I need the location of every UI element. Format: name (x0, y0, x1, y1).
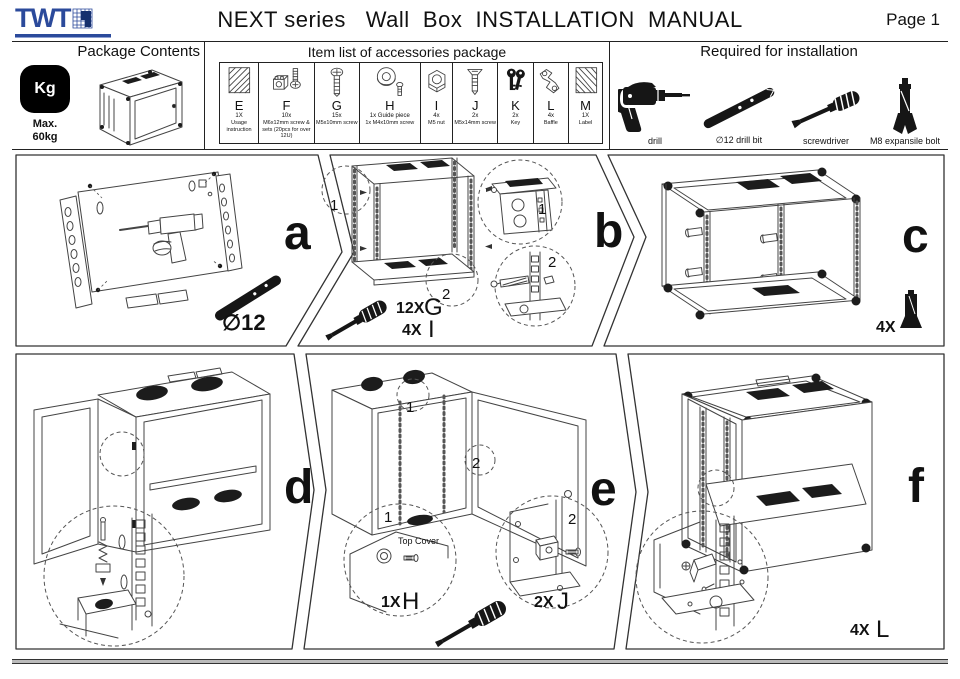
panel-b-callout-2: 2 (442, 286, 450, 303)
panel-f-letter: f (908, 460, 925, 513)
panel-c-letter: c (902, 210, 929, 263)
panel-e-screwdriver-glyph (434, 601, 506, 648)
panel-e-detail-2-label: 2 (568, 511, 576, 528)
panel-a-illustration: ∅12 a (59, 171, 311, 335)
required-title: Required for installation (700, 43, 858, 60)
accessory-item-l: L 4x Baffle (534, 63, 570, 143)
drill-bit-icon (703, 87, 775, 129)
panel-f-part-l: L (876, 616, 889, 643)
panel-e-qty-h: 1X (381, 594, 401, 611)
header: TWT NEXT series Wall Box INSTALLATION MA… (12, 0, 948, 42)
guide-piece-icon (376, 67, 404, 96)
panel-e-part-h: H (402, 588, 419, 615)
installation-steps-diagram: ∅12 a (15, 154, 945, 650)
countersunk-screw-icon (467, 69, 483, 95)
panel-d-hinge-callout-circle (99, 431, 145, 477)
tool-drill-bit: ∅12 drill bit (696, 82, 782, 146)
logo-text: TWT (15, 3, 71, 33)
accessory-item-e: E 1X Usage instruction (220, 63, 260, 143)
tool-screwdriver: screwdriver (786, 85, 866, 146)
panel-b-callout-circle-2 (425, 253, 479, 307)
panel-e-detail-1-label: 1 (384, 509, 392, 526)
hex-nut-icon (427, 69, 445, 93)
panel-d-letter: d (284, 461, 313, 514)
panel-b-qty-i: 4X (402, 322, 422, 339)
panel-c-illustration: 4X c (661, 167, 929, 336)
drill-bit-glyph (215, 275, 281, 321)
panel-b-detail-2: 2 (490, 245, 576, 327)
kg-badge: Kg (20, 64, 70, 113)
panel-e-callout-circle-1 (396, 378, 430, 412)
usage-instruction-icon (228, 67, 251, 94)
panel-e-callout-1: 1 (406, 399, 414, 416)
label-icon (575, 67, 597, 94)
panel-a-letter: a (284, 207, 311, 260)
panel-f-qty-l: 4X (850, 622, 870, 639)
kg-badge-label: Kg (34, 79, 56, 97)
key-icon (506, 68, 525, 91)
accessories-section: Item list of accessories package E 1X Us… (205, 42, 610, 149)
panel-c-qty-bolt: 4X (876, 319, 896, 336)
baffle-icon (539, 69, 560, 94)
accessory-item-f: F 10x M6x12mm screw & sets (20pcs for ov… (259, 63, 315, 143)
accessory-item-m: M 1X Label (569, 63, 602, 143)
tool-expansile-bolt: M8 expansile bolt (870, 77, 940, 146)
panel-e-part-j: J (557, 588, 569, 615)
panel-e-callout-circle-2 (464, 444, 496, 476)
panel-e-top-cover-label: Top Cover (398, 536, 439, 546)
twt-logo: TWT (15, 5, 111, 38)
panel-e-callout-2: 2 (472, 455, 480, 472)
accessories-title: Item list of accessories package (307, 44, 507, 60)
panel-e-qty-j: 2X (534, 594, 554, 611)
panel-c-bolt-glyph (900, 290, 922, 328)
package-contents-title: Package Contents (77, 43, 200, 60)
page-title: NEXT series Wall Box INSTALLATION MANUAL (217, 7, 743, 32)
accessories-grid: E 1X Usage instruction (219, 62, 603, 144)
required-section: Required for installation drill (610, 42, 948, 149)
max-weight-label: Max. 60kg (32, 117, 58, 143)
panel-b-part-g: G (424, 294, 443, 321)
panel-e-detail-2: 2 2X J (495, 495, 609, 615)
panel-f-illustration: 4X L f (635, 373, 925, 644)
screwdriver-icon (791, 90, 860, 129)
panel-f-detail (635, 510, 769, 644)
logo-underline (15, 34, 111, 38)
accessory-item-g: G 15x M5x10mm screw (315, 63, 360, 143)
accessory-item-k: K 2x Key (498, 63, 534, 143)
panel-d-detail (43, 505, 185, 647)
panel-b-letter: b (594, 205, 623, 258)
top-band: Package Contents Kg Max. 60kg (12, 42, 948, 150)
panel-b-illustration: 1 2 1 (321, 157, 623, 343)
package-contents-section: Package Contents Kg Max. 60kg (12, 42, 205, 149)
panel-b-part-i: I (428, 316, 435, 343)
cage-nut-screw-icon (272, 68, 301, 90)
tool-drill: drill (617, 77, 692, 146)
panel-d-illustration: d (33, 367, 313, 647)
panel-b-qty-g: 12X (396, 300, 425, 317)
panel-f-callout-circle (697, 469, 735, 507)
panel-b-screwdriver-glyph (325, 300, 387, 341)
expansile-bolt-icon (892, 78, 917, 134)
bottom-bar (12, 659, 948, 664)
panel-a-diameter-label: ∅12 (222, 310, 266, 335)
page-number: Page 1 (886, 10, 940, 29)
panel-e-illustration: 1 2 Top Cover 1 1X H (331, 369, 617, 648)
panel-b-detail-1-label: 1 (538, 201, 546, 218)
accessory-item-h: H 1x Guide piece 1x M4x10mm screw (360, 63, 421, 143)
pan-head-screw-icon (330, 67, 344, 97)
wall-box-drawing (99, 69, 183, 145)
accessory-item-j: J 2x M5x14mm screw (453, 63, 499, 143)
panel-b-detail-2-label: 2 (548, 254, 556, 271)
panel-b-callout-circle-1 (321, 165, 371, 215)
accessory-item-i: I 4x M5 nut (421, 63, 454, 143)
panel-b-detail-1: 1 (477, 159, 563, 245)
panel-e-detail-1: Top Cover 1 1X H (343, 503, 457, 617)
logo-grid-icon (73, 8, 93, 29)
drill-icon (617, 82, 690, 132)
panel-b-callout-1: 1 (330, 197, 338, 214)
panel-e-letter: e (590, 463, 617, 516)
panel-b-border (297, 154, 635, 347)
